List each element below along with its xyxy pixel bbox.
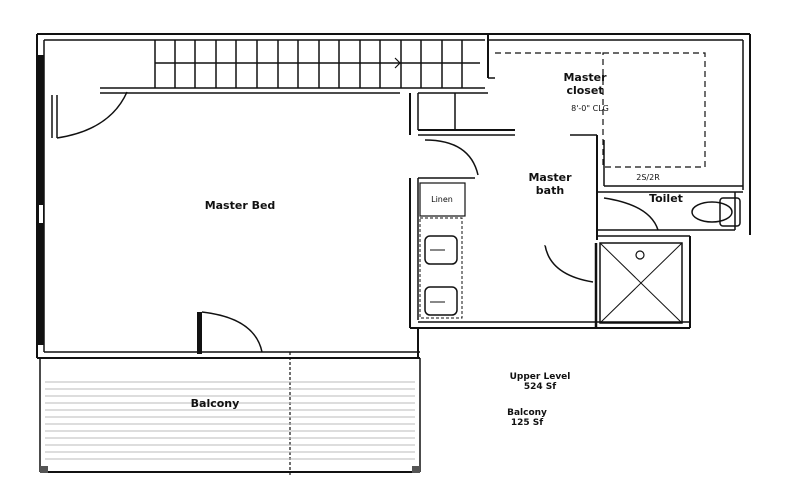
toilet-tank [719,197,741,227]
room-label-balcony: Balcony [190,397,240,410]
left-window-wall [38,55,44,345]
outer-wall [37,33,750,35]
closet-ceiling-height: 8'-0" CLG [571,104,609,113]
area-balcony: Balcony 125 Sf [497,408,557,429]
bath-label-line2: bath [535,183,565,197]
sink [424,286,458,316]
bath-label-line1: Master [528,171,572,184]
balcony-deck [39,352,421,475]
room-label-linen: Linen [431,195,453,204]
shower [599,242,683,324]
closet-shelf-outline [602,52,706,168]
room-label-master-bed: Master Bed [204,199,276,212]
area-balcony-label: Balcony [507,408,547,418]
area-upper-value: 524 Sf [523,382,557,393]
closet-label-line2: closet [566,83,604,97]
vanity [419,217,463,319]
room-label-toilet: Toilet [649,192,683,205]
linen-closet [419,182,466,217]
area-balcony-value: 125 Sf [510,418,544,429]
door-swing [56,91,128,139]
closet-label-line1: Master [563,71,607,84]
closet-shelf-note: 2S/2R [636,173,660,182]
area-upper-label: Upper Level [509,372,571,382]
toilet-bowl [691,201,733,223]
sink [424,235,458,265]
room-label-master-bath: Master bath [520,171,580,197]
room-label-master-closet: Master closet [555,71,615,97]
staircase [100,40,485,94]
area-upper-level: Upper Level 524 Sf [500,372,580,393]
